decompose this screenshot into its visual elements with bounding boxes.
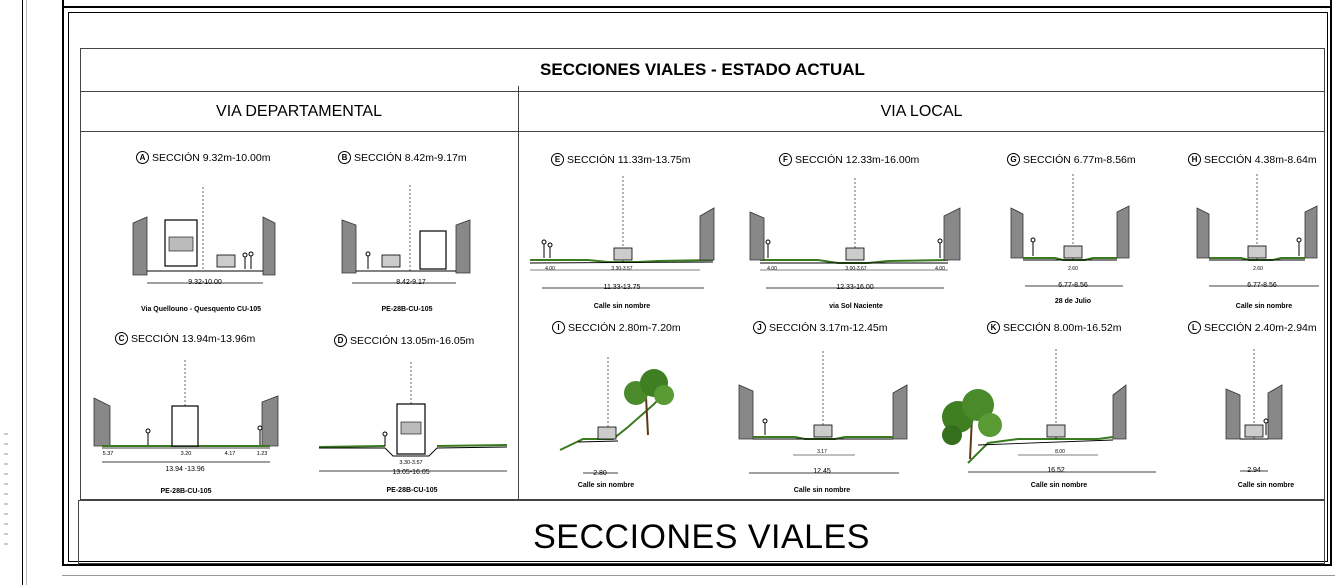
section-c-drawing bbox=[93, 360, 279, 463]
sheet-frame-outer bbox=[62, 0, 1332, 566]
section-c-caption: PE-28B-CU-105 bbox=[160, 488, 212, 495]
section-k-drawing bbox=[942, 349, 1156, 473]
section-f-subdim-2: 3.00-3.67 bbox=[845, 266, 867, 272]
section-l-drawing bbox=[1225, 349, 1283, 472]
section-k-subdim-1: 8.00 bbox=[1055, 449, 1065, 455]
sheet-frame-inner bbox=[68, 12, 1328, 562]
section-l-dimension: 2.94 bbox=[1247, 467, 1261, 474]
section-j-caption: Calle sin nombre bbox=[793, 487, 851, 494]
section-f-subdim-1: 4.00 bbox=[767, 266, 777, 272]
table-header-row bbox=[80, 92, 1325, 132]
section-e-subdim-1: 4.00 bbox=[545, 266, 555, 272]
section-d-subdim-1: 3.30-3.57 bbox=[399, 460, 423, 466]
section-b-caption: PE-28B-CU-105 bbox=[381, 306, 433, 313]
section-a-caption: Via Quellouno - Quesquento CU-105 bbox=[140, 306, 262, 313]
section-d-drawing bbox=[318, 362, 508, 472]
section-e-subdim-2: 3.30-3.57 bbox=[611, 266, 633, 272]
section-d-caption: PE-28B-CU-105 bbox=[386, 487, 438, 494]
section-f-subdim-3: 4.00 bbox=[935, 266, 945, 272]
section-k-caption: Calle sin nombre bbox=[1030, 482, 1088, 489]
section-f-dimension: 12.33-16.00 bbox=[836, 284, 874, 291]
section-b-drawing bbox=[341, 185, 471, 284]
section-f-caption: via Sol Naciente bbox=[829, 303, 883, 310]
section-e-caption: Calle sin nombre bbox=[593, 303, 651, 310]
table-title: SECCIONES VIALES - ESTADO ACTUAL bbox=[80, 48, 1325, 92]
section-i-caption: Calle sin nombre bbox=[577, 482, 635, 489]
section-c-subdim-1: 5.37 bbox=[102, 451, 114, 457]
section-g-subdim-1: 2.60 bbox=[1068, 266, 1078, 272]
section-d-dimension: 13.05-16.05 bbox=[392, 469, 430, 476]
footer-title-box bbox=[78, 500, 1325, 564]
sheet-left-border bbox=[22, 0, 23, 585]
section-a-drawing bbox=[132, 187, 276, 284]
section-l-caption: Calle sin nombre bbox=[1237, 482, 1295, 489]
section-j-dimension: 12.45 bbox=[813, 468, 831, 475]
sheet-top-strip bbox=[62, 0, 1332, 8]
section-h-drawing bbox=[1196, 174, 1319, 287]
section-k-dimension: 16.52 bbox=[1047, 467, 1065, 474]
section-j-subdim-1: 3.17 bbox=[817, 449, 827, 455]
section-b-dimension: 8.42-9.17 bbox=[396, 279, 426, 286]
section-g-drawing bbox=[1010, 174, 1130, 287]
section-c-subdim-3: 4.17 bbox=[224, 451, 236, 457]
margin-ticks bbox=[4, 433, 8, 545]
column-divider bbox=[518, 86, 519, 500]
sheet-bottom-rule bbox=[62, 575, 1335, 576]
section-i-dimension: 2.80 bbox=[593, 470, 607, 477]
section-c-subdim-2: 3.20 bbox=[180, 451, 192, 457]
sheet-left-border-inner bbox=[26, 0, 27, 585]
footer-title: SECCIONES VIALES bbox=[533, 518, 870, 556]
header-via-local: VIA LOCAL bbox=[880, 103, 963, 120]
section-f-drawing bbox=[749, 178, 961, 289]
section-c-subdim-4: 1.23 bbox=[256, 451, 268, 457]
section-g-dimension: 6.77-8.56 bbox=[1058, 282, 1088, 289]
section-e-drawing bbox=[529, 176, 715, 289]
section-i-drawing bbox=[559, 357, 674, 474]
header-via-departamental: VIA DEPARTAMENTAL bbox=[216, 103, 382, 120]
sections-table bbox=[80, 48, 1325, 500]
section-c-dimension: 13.94 -13.96 bbox=[165, 466, 205, 473]
section-a-dimension: 9.32-10.00 bbox=[188, 279, 222, 286]
section-h-caption: Calle sin nombre bbox=[1235, 303, 1293, 310]
section-h-dimension: 6.77-8.56 bbox=[1247, 282, 1277, 289]
section-e-dimension: 11.33-13.75 bbox=[603, 284, 641, 291]
section-h-subdim-1: 2.60 bbox=[1253, 266, 1263, 272]
section-j-drawing bbox=[738, 351, 908, 474]
section-g-caption: 28 de Julio bbox=[1054, 298, 1092, 305]
